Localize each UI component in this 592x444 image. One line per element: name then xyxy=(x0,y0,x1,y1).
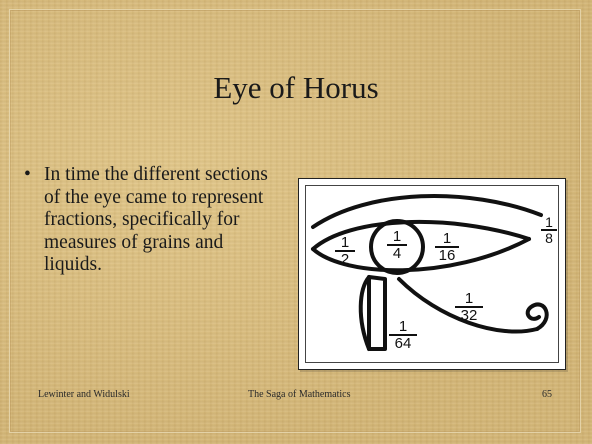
fraction-quarter-den: 4 xyxy=(387,246,407,261)
eye-of-horus-figure: 1 2 1 4 1 16 1 8 1 32 1 64 xyxy=(298,178,566,370)
fraction-quarter: 1 4 xyxy=(387,229,407,261)
fraction-half: 1 2 xyxy=(335,235,355,267)
fraction-eighth-den: 8 xyxy=(541,231,557,245)
fraction-eighth: 1 8 xyxy=(541,215,557,245)
bullet-text: In time the different sections of the ey… xyxy=(44,164,284,277)
fraction-half-den: 2 xyxy=(335,252,355,267)
fraction-thirtysecond-num: 1 xyxy=(455,291,483,308)
fraction-quarter-num: 1 xyxy=(387,229,407,246)
slide-title: Eye of Horus xyxy=(0,70,592,106)
fraction-sixtyfourth: 1 64 xyxy=(389,319,417,351)
fraction-sixteenth-den: 16 xyxy=(435,248,459,263)
eye-of-horus-drawing xyxy=(299,179,565,369)
fraction-thirtysecond: 1 32 xyxy=(455,291,483,323)
footer-book-title: The Saga of Mathematics xyxy=(248,389,350,400)
footer-authors: Lewinter and Widulski xyxy=(38,389,130,400)
fraction-thirtysecond-den: 32 xyxy=(455,308,483,323)
fraction-half-num: 1 xyxy=(335,235,355,252)
footer-page-number: 65 xyxy=(542,389,552,400)
fraction-sixtyfourth-num: 1 xyxy=(389,319,417,336)
fraction-sixtyfourth-den: 64 xyxy=(389,336,417,351)
fraction-sixteenth-num: 1 xyxy=(435,231,459,248)
fraction-eighth-num: 1 xyxy=(541,215,557,231)
fraction-sixteenth: 1 16 xyxy=(435,231,459,263)
bullet-dot-icon: • xyxy=(24,164,31,187)
